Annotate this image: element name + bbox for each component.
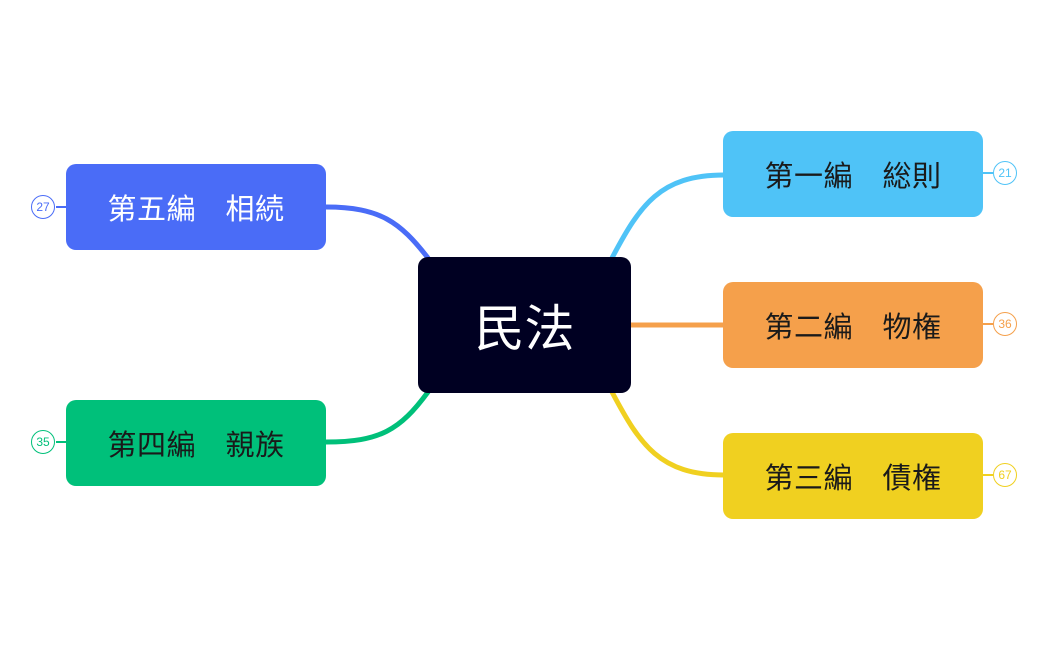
branch-label-b1: 第一編 総則 (764, 159, 942, 193)
child-count-b2: 36 (998, 317, 1012, 331)
child-count-b5: 27 (36, 200, 50, 214)
child-count-b3: 67 (998, 468, 1012, 482)
branch-node-b3[interactable]: 第三編 債権 (723, 433, 983, 519)
branch-label-b4: 第四編 親族 (107, 428, 285, 462)
branch-node-b2[interactable]: 第二編 物権 (723, 282, 983, 368)
connector-b4 (323, 389, 431, 445)
branch-node-b1[interactable]: 第一編 総則 (723, 131, 983, 217)
child-count-badge-b3[interactable]: 67 (993, 463, 1017, 487)
child-count-badge-b1[interactable]: 21 (993, 161, 1017, 185)
branch-node-b4[interactable]: 第四編 親族 (66, 400, 326, 486)
connector-b1 (609, 172, 727, 261)
child-count-badge-b2[interactable]: 36 (993, 312, 1017, 336)
child-count-badge-b5[interactable]: 27 (31, 195, 55, 219)
branch-label-b2: 第二編 物権 (764, 310, 942, 344)
child-count-b1: 21 (998, 166, 1012, 180)
connector-b3 (609, 389, 727, 478)
child-count-badge-b4[interactable]: 35 (31, 430, 55, 454)
branch-node-b5[interactable]: 第五編 相続 (66, 164, 326, 250)
connector-b5 (323, 204, 431, 261)
child-count-b4: 35 (36, 435, 50, 449)
branch-label-b3: 第三編 債権 (764, 461, 942, 495)
center-topic[interactable]: 民法 (418, 257, 631, 393)
center-topic-label: 民法 (474, 300, 575, 358)
branch-label-b5: 第五編 相続 (107, 192, 285, 226)
